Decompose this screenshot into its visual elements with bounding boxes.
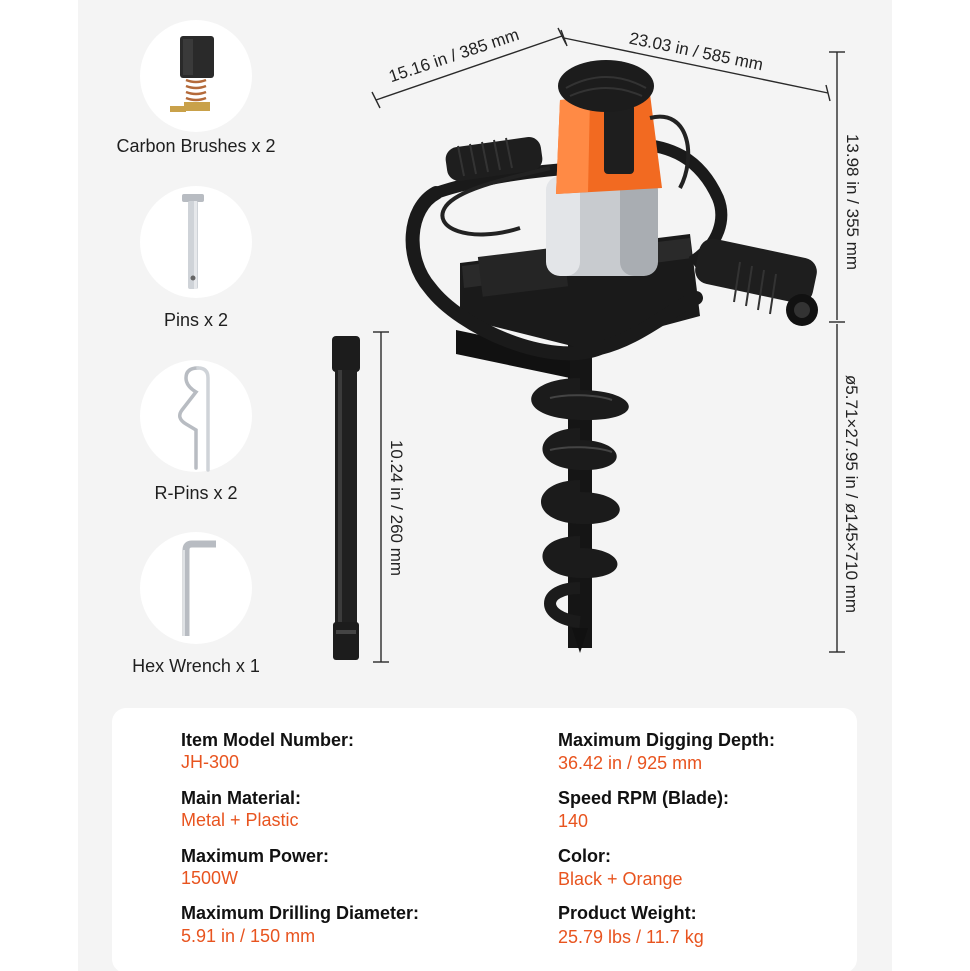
spec-value: Metal + Plastic — [181, 810, 299, 830]
spec-value: 5.91 in / 150 mm — [181, 926, 316, 946]
accessory-label: Hex Wrench x 1 — [132, 656, 260, 676]
spec-label: Maximum Drilling Diameter: — [181, 903, 420, 923]
earth-auger-machine-image — [405, 60, 818, 653]
spec-value: 1500W — [181, 868, 239, 888]
accessory-pins — [140, 186, 252, 298]
spec-label: Item Model Number: — [181, 730, 355, 750]
spec-label: Maximum Power: — [181, 846, 330, 866]
spec-value: 36.42 in / 925 mm — [558, 753, 703, 773]
dimension-engine-height: 13.98 in / 355 mm — [843, 133, 862, 271]
spec-label: Product Weight: — [558, 903, 697, 923]
spec-value: Black + Orange — [558, 869, 683, 889]
hex-wrench-icon — [182, 540, 216, 636]
dimension-bit-size: ø5.71×27.95 in / ø145×710 mm — [842, 374, 861, 614]
spec-value: 140 — [558, 811, 589, 831]
accessory-hex-wrench — [140, 532, 252, 644]
spec-label: Main Material: — [181, 788, 302, 808]
clevis-pin-icon — [182, 194, 204, 289]
spec-label: Maximum Digging Depth: — [558, 730, 775, 750]
spec-value: 25.79 lbs / 11.7 kg — [558, 927, 704, 947]
specifications-card — [112, 708, 857, 971]
accessory-r-pins — [140, 360, 252, 472]
accessory-carbon-brushes — [140, 20, 252, 132]
spec-label: Color: — [558, 846, 611, 866]
extension-rod-image — [332, 336, 360, 660]
spec-label: Speed RPM (Blade): — [558, 788, 730, 808]
spec-value: JH-300 — [181, 752, 240, 772]
r-pin-icon — [178, 366, 210, 472]
accessory-label: Carbon Brushes x 2 — [116, 136, 276, 156]
carbon-brush-icon — [170, 36, 214, 112]
accessory-label: R-Pins x 2 — [154, 483, 238, 503]
accessory-label: Pins x 2 — [163, 310, 229, 330]
